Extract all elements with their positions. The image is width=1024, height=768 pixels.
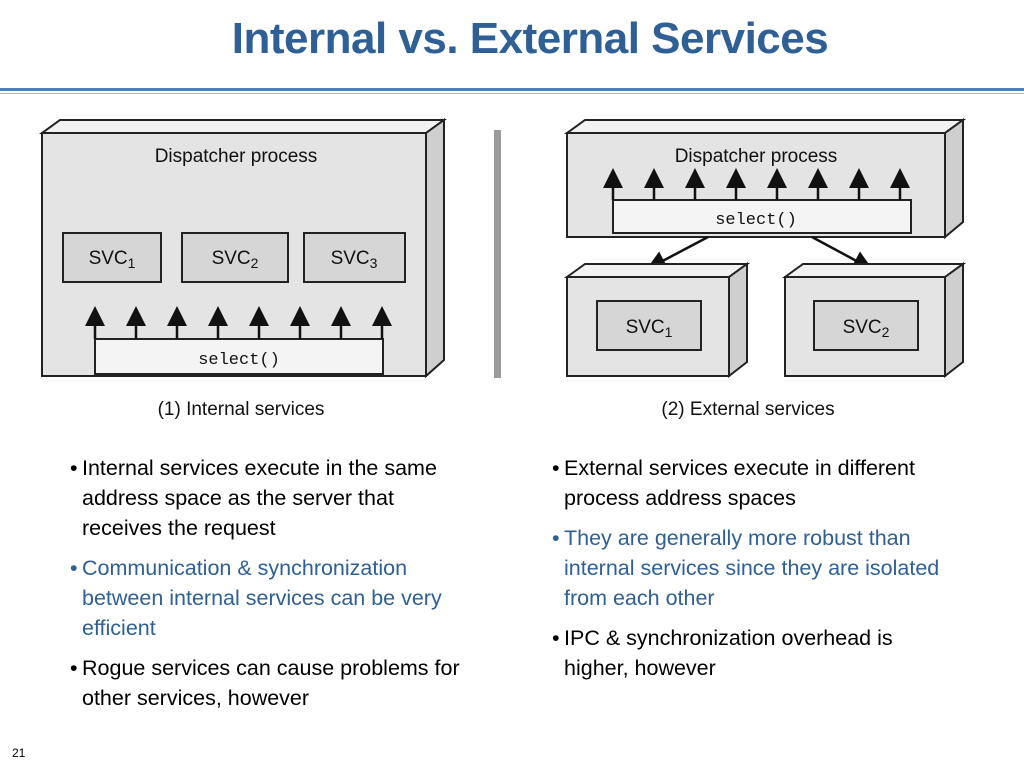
service-subscript: 1 xyxy=(665,324,673,340)
upward-arrows xyxy=(603,168,910,200)
diagram-divider xyxy=(494,130,501,378)
service-label: SVC xyxy=(626,317,665,338)
service-box-svc1: SVC1 xyxy=(62,232,162,283)
select-label: select() xyxy=(715,211,797,230)
bullet-item-emphasis: Communication & synchronization between … xyxy=(70,553,470,643)
select-label: select() xyxy=(198,351,280,370)
svg-text:SVC2: SVC2 xyxy=(843,317,890,340)
external-services-caption: (2) External services xyxy=(661,399,834,420)
svg-text:SVC2: SVC2 xyxy=(212,248,259,271)
bullet-item: IPC & synchronization overhead is higher… xyxy=(552,623,952,683)
bullet-item-emphasis: They are generally more robust than inte… xyxy=(552,523,952,613)
dispatch-arrows xyxy=(646,235,873,270)
architecture-diagram: Dispatcher process SVC1 SVC2 SVC3 select… xyxy=(0,100,1024,430)
title-underline xyxy=(0,88,1024,91)
bullet-item: Rogue services can cause problems for ot… xyxy=(70,653,470,713)
service-subscript: 2 xyxy=(882,324,890,340)
service-label: SVC xyxy=(212,248,251,269)
service-subscript: 2 xyxy=(251,255,259,271)
title-underline-thin xyxy=(0,93,1024,94)
service-label: SVC xyxy=(843,317,882,338)
external-process-svc2: SVC2 xyxy=(781,262,967,379)
svg-text:SVC1: SVC1 xyxy=(89,248,136,271)
diagram-svg: Dispatcher process SVC1 SVC2 SVC3 select… xyxy=(38,118,967,420)
dispatcher-process-label: Dispatcher process xyxy=(155,146,318,167)
internal-services-caption: (1) Internal services xyxy=(158,399,325,420)
service-label: SVC xyxy=(89,248,128,269)
external-services-bullets: External services execute in different p… xyxy=(552,453,952,693)
select-bar xyxy=(612,199,912,234)
page-number: 21 xyxy=(12,746,26,760)
box-top-face xyxy=(563,119,967,134)
svg-text:SVC1: SVC1 xyxy=(626,317,673,340)
bullet-item: Internal services execute in the same ad… xyxy=(70,453,470,543)
dispatcher-process-label: Dispatcher process xyxy=(675,146,838,167)
service-label: SVC xyxy=(331,248,370,269)
select-bar xyxy=(94,338,384,375)
service-box-svc3: SVC3 xyxy=(303,232,406,283)
service-box-svc2: SVC2 xyxy=(181,232,289,283)
internal-services-bullets: Internal services execute in the same ad… xyxy=(70,453,470,723)
box-top-face xyxy=(38,119,448,134)
slide-title: Internal vs. External Services xyxy=(231,14,829,63)
internal-services-diagram: Dispatcher process SVC1 SVC2 SVC3 select… xyxy=(38,118,448,420)
box-side-face xyxy=(944,118,964,240)
upward-arrows xyxy=(85,306,392,339)
service-subscript: 1 xyxy=(128,255,136,271)
external-services-diagram: Dispatcher process select() xyxy=(563,118,967,420)
box-side-face xyxy=(425,118,445,379)
service-subscript: 3 xyxy=(370,255,378,271)
external-process-svc1: SVC1 xyxy=(563,262,751,379)
bullet-item: External services execute in different p… xyxy=(552,453,952,513)
svg-text:SVC3: SVC3 xyxy=(331,248,378,271)
